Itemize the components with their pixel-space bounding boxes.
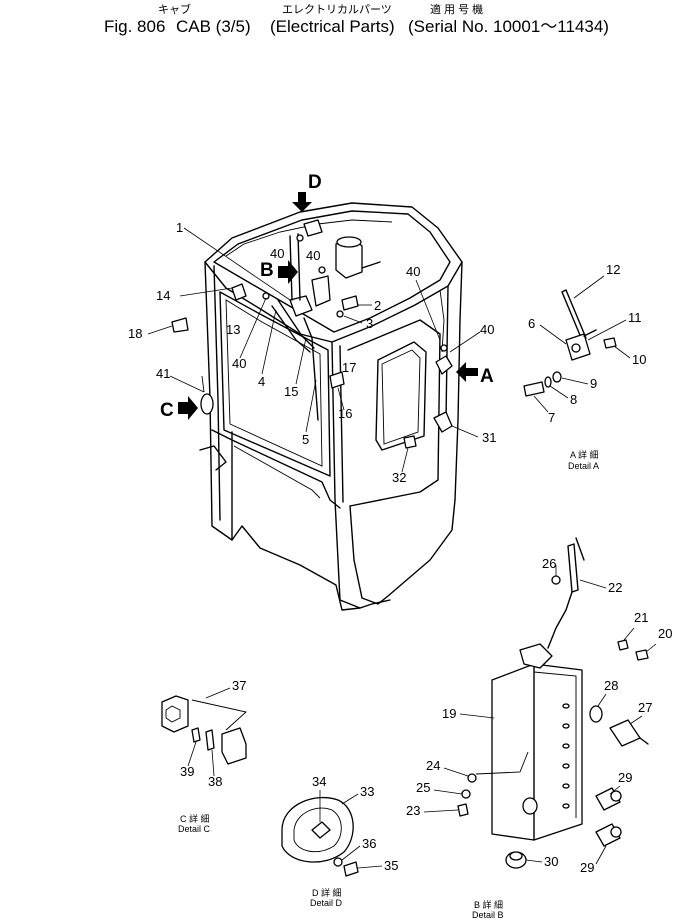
detail-a-jp: A 詳 細 [570, 449, 599, 460]
callout-38: 38 [208, 774, 222, 789]
view-label-d: D [308, 172, 322, 193]
callout-14: 14 [156, 288, 170, 303]
view-label-b: B [260, 260, 274, 281]
arrow-d-icon [292, 192, 312, 212]
callout-25: 25 [416, 780, 430, 795]
callout-11: 11 [628, 310, 642, 325]
callout-4: 4 [258, 374, 265, 389]
detail-d-jp: D 詳 細 [312, 887, 342, 898]
callout-19: 19 [442, 706, 456, 721]
figure-title: キャブ エレクトリカルパーツ 適 用 号 機 Fig. 806 CAB (3/5… [104, 2, 609, 36]
callout-13: 13 [226, 322, 240, 337]
callout-3: 3 [366, 316, 373, 331]
callout-26: 26 [542, 556, 556, 571]
callout-33: 33 [360, 784, 374, 799]
detail-c: 37 39 38 C 詳 細 Detail C [161, 678, 247, 834]
callout-37: 37 [232, 678, 246, 693]
callout-10: 10 [632, 352, 646, 367]
callout-36: 36 [362, 836, 376, 851]
view-label-c: C [160, 400, 174, 421]
callout-22: 22 [608, 580, 622, 595]
title-fig-number: Fig. 806 [104, 17, 165, 36]
arrow-a-icon [456, 362, 478, 382]
callout-15: 15 [284, 384, 298, 399]
callout-40a: 40 [270, 246, 284, 261]
title-jp-parts: キャブ [158, 2, 191, 16]
main-callouts: 1 40 40 14 18 13 40 4 15 5 2 3 40 40 17 … [128, 220, 496, 485]
detail-a: 12 6 11 10 9 8 7 A 詳 細 Detail A [523, 262, 646, 471]
view-arrows: D B A C [160, 172, 494, 421]
title-electrical: (Electrical Parts) [270, 17, 395, 36]
callout-16: 16 [338, 406, 352, 421]
title-jp-electrical: エレクトリカルパーツ [282, 3, 392, 16]
callout-18: 18 [128, 326, 142, 341]
callout-1: 1 [176, 220, 183, 235]
detail-a-caption: Detail A [568, 461, 599, 471]
detail-c-caption: Detail C [178, 824, 211, 834]
callout-23: 23 [406, 803, 420, 818]
callout-2: 2 [374, 298, 381, 313]
detail-b-caption: Detail B [472, 910, 504, 920]
callout-9: 9 [590, 376, 597, 391]
detail-b-jp: B 詳 細 [474, 899, 503, 910]
callout-30: 30 [544, 854, 558, 869]
callout-32: 32 [392, 470, 406, 485]
detail-b: 26 22 21 20 19 28 27 24 25 23 29 29 30 B… [406, 537, 672, 920]
arrow-b-icon [278, 260, 298, 284]
callout-40c: 40 [232, 356, 246, 371]
callout-17: 17 [342, 360, 356, 375]
callout-20: 20 [658, 626, 672, 641]
callout-41: 41 [156, 366, 170, 381]
callout-40d: 40 [406, 264, 420, 279]
callout-24: 24 [426, 758, 440, 773]
callout-29a: 29 [618, 770, 632, 785]
callout-39: 39 [180, 764, 194, 779]
title-cab: CAB (3/5) [176, 17, 251, 36]
title-jp-serial: 適 用 号 機 [430, 2, 483, 16]
callout-7: 7 [548, 410, 555, 425]
callout-31: 31 [482, 430, 496, 445]
callout-5: 5 [302, 432, 309, 447]
callout-21: 21 [634, 610, 648, 625]
callout-40b: 40 [306, 248, 320, 263]
callout-8: 8 [570, 392, 577, 407]
callout-12: 12 [606, 262, 620, 277]
callout-34: 34 [312, 774, 326, 789]
callout-40e: 40 [480, 322, 494, 337]
callout-28: 28 [604, 678, 618, 693]
view-label-a: A [480, 366, 494, 387]
callout-6: 6 [528, 316, 535, 331]
detail-d-caption: Detail D [310, 898, 343, 908]
detail-c-jp: C 詳 細 [180, 813, 210, 824]
detail-d: 34 33 36 35 D 詳 細 Detail D [281, 774, 398, 908]
callout-29b: 29 [580, 860, 594, 875]
title-serial: (Serial No. 10001～11434) [408, 17, 609, 36]
callout-35: 35 [384, 858, 398, 873]
cab-assembly [171, 202, 463, 611]
arrow-c-icon [178, 396, 198, 420]
callout-27: 27 [638, 700, 652, 715]
